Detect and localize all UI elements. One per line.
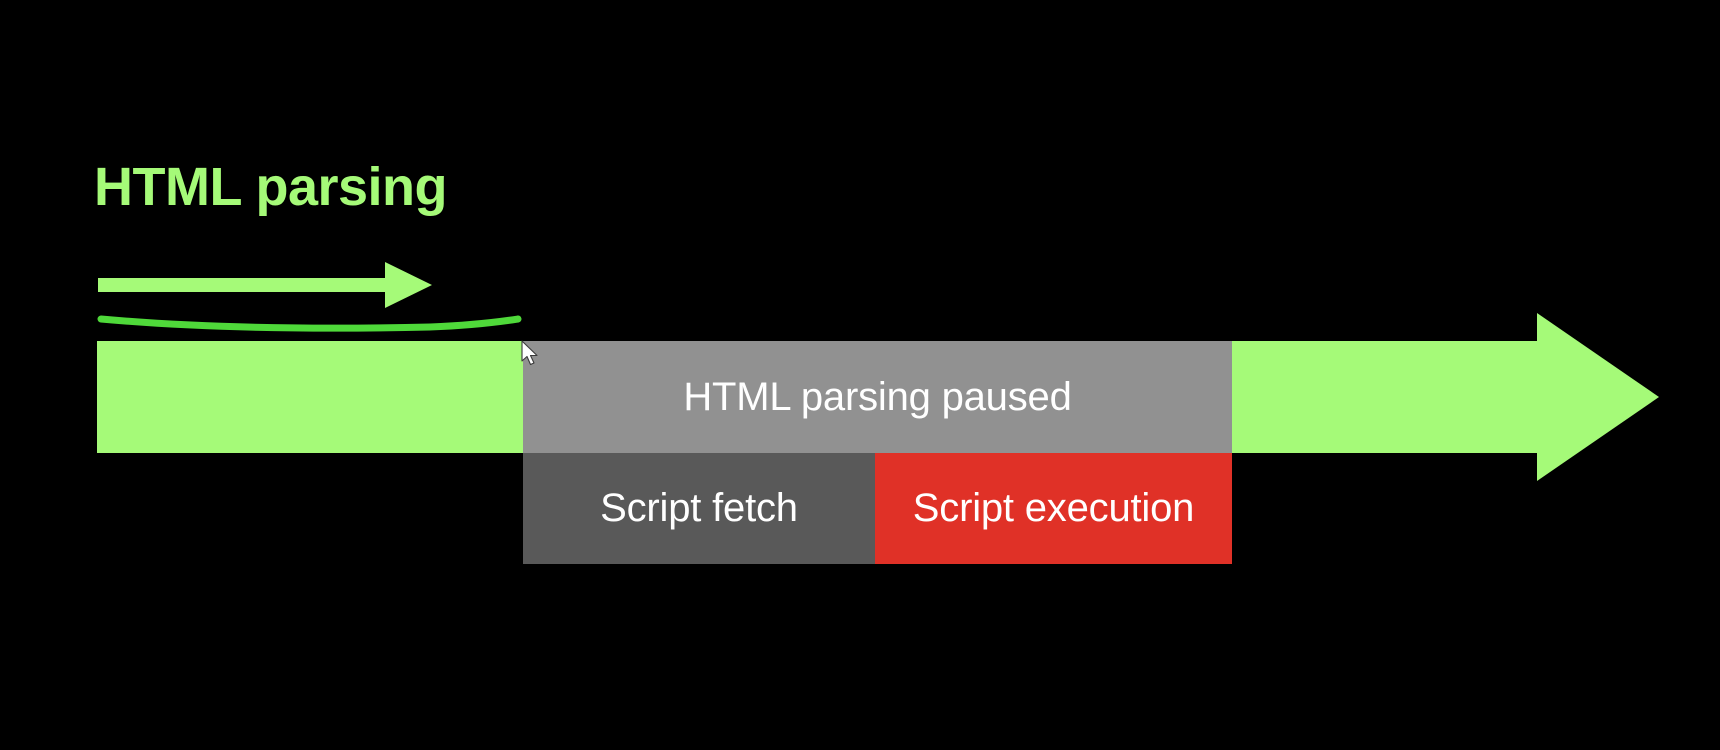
script-execution-label: Script execution [912,486,1195,530]
timeline-segment-script-execution: Script execution [875,453,1232,564]
script-fetch-label: Script fetch [600,486,798,530]
timeline-arrow-head-icon [1537,313,1659,481]
timeline-segment-html-parsing-before [97,341,524,453]
timeline-segment-html-parsing-paused: HTML parsing paused [523,341,1232,453]
timeline-segment-script-fetch: Script fetch [523,453,875,564]
html-parsing-paused-label: HTML parsing paused [683,374,1072,419]
timeline-segment-html-parsing-after [1231,341,1543,453]
page-title: HTML parsing [94,157,448,217]
